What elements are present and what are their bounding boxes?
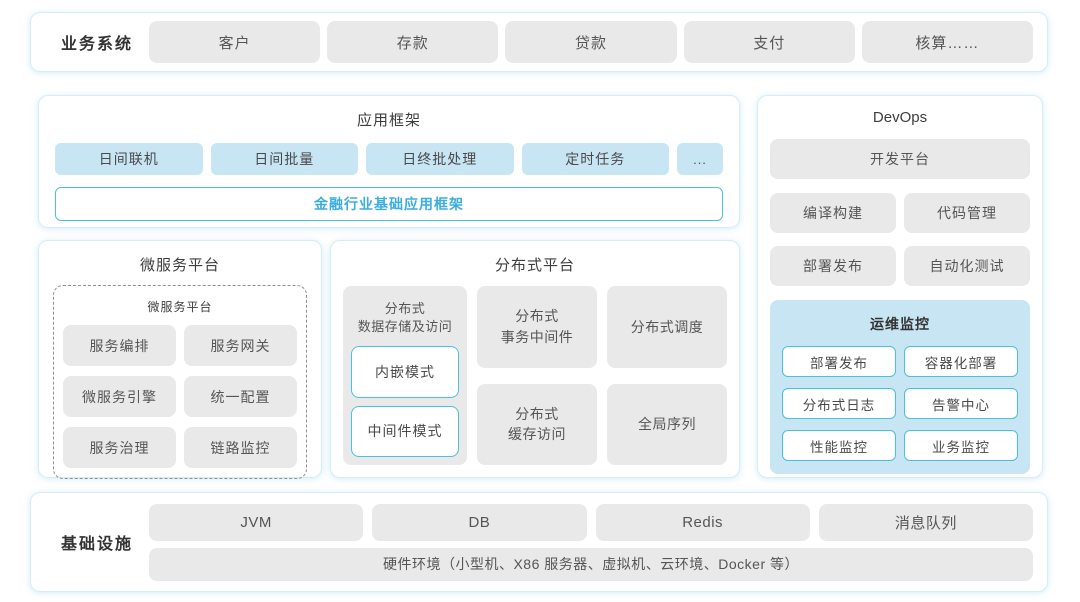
distributed-platform-panel: 分布式平台 分布式 数据存储及访问 内嵌模式 中间件模式 分布式 事务中间件 分… <box>330 240 740 478</box>
devops-box-deploy: 部署发布 <box>770 246 896 286</box>
dev-platform-box: 开发平台 <box>770 139 1030 179</box>
distributed-platform-title: 分布式平台 <box>494 257 575 274</box>
infrastructure-box-jvm: JVM <box>149 503 364 541</box>
business-system-box-accounting: 核算…… <box>861 21 1034 63</box>
ops-box-alert-center: 告警中心 <box>904 388 1018 419</box>
business-systems-label: 业务系统 <box>60 36 133 53</box>
storage-mode-middleware-box: 中间件模式 <box>351 405 459 457</box>
infrastructure-label: 基础设施 <box>60 536 133 553</box>
devops-box-auto-test: 自动化测试 <box>904 246 1030 286</box>
distributed-middle-column: 分布式 事务中间件 分布式 缓存访问 <box>477 286 597 465</box>
infrastructure-box-mq: 消息队列 <box>818 503 1033 541</box>
business-system-box-loan: 贷款 <box>505 21 677 63</box>
ops-monitoring-panel: 运维监控 部署发布 容器化部署 分布式日志 告警中心 性能监控 业务监控 <box>770 300 1030 474</box>
business-systems-row: 客户 存款 贷款 支付 核算…… <box>149 21 1034 63</box>
distributed-cell-cache-access: 分布式 缓存访问 <box>477 383 597 465</box>
distributed-cell-scheduling: 分布式调度 <box>607 286 727 368</box>
infrastructure-box-redis: Redis <box>595 503 810 541</box>
ops-monitoring-grid: 部署发布 容器化部署 分布式日志 告警中心 性能监控 业务监控 <box>782 346 1018 461</box>
business-systems-panel: 业务系统 客户 存款 贷款 支付 核算…… <box>30 12 1048 72</box>
ops-box-biz-monitor: 业务监控 <box>904 430 1018 461</box>
distributed-storage-title: 分布式 数据存储及访问 <box>357 301 453 335</box>
ops-box-perf-monitor: 性能监控 <box>782 430 896 461</box>
app-framework-ellipsis-box: ... <box>677 143 723 175</box>
microservice-box-unified-config: 统一配置 <box>184 376 297 417</box>
app-framework-box-daytime-batch: 日间批量 <box>210 143 358 175</box>
app-framework-row: 日间联机 日间批量 日终批处理 定时任务 ... <box>55 143 723 175</box>
business-system-box-customer: 客户 <box>149 21 321 63</box>
devops-box-build: 编译构建 <box>770 193 896 233</box>
devops-grid: 编译构建 代码管理 部署发布 自动化测试 <box>770 193 1030 286</box>
business-system-box-deposit: 存款 <box>327 21 499 63</box>
infrastructure-panel: 基础设施 JVM DB Redis 消息队列 硬件环境（小型机、X86 服务器、… <box>30 492 1048 592</box>
ops-monitoring-title: 运维监控 <box>870 316 930 332</box>
microservice-box-engine: 微服务引擎 <box>63 376 176 417</box>
microservice-box-orchestration: 服务编排 <box>63 325 176 366</box>
devops-panel: DevOps 开发平台 编译构建 代码管理 部署发布 自动化测试 运维监控 部署… <box>757 95 1043 478</box>
microservice-box-gateway: 服务网关 <box>184 325 297 366</box>
microservice-inner-title: 微服务平台 <box>147 300 213 314</box>
distributed-cell-transaction-middleware: 分布式 事务中间件 <box>477 286 597 368</box>
microservice-platform-panel: 微服务平台 微服务平台 服务编排 服务网关 微服务引擎 统一配置 服务治理 链路… <box>38 240 322 479</box>
ops-box-distributed-log: 分布式日志 <box>782 388 896 419</box>
microservice-grid: 服务编排 服务网关 微服务引擎 统一配置 服务治理 链路监控 <box>63 325 297 468</box>
distributed-right-column: 分布式调度 全局序列 <box>607 286 727 465</box>
distributed-cell-global-sequence: 全局序列 <box>607 383 727 465</box>
infrastructure-row: JVM DB Redis 消息队列 <box>149 503 1033 541</box>
app-framework-box-scheduled-task: 定时任务 <box>521 143 669 175</box>
devops-title: DevOps <box>872 109 928 126</box>
business-system-box-payment: 支付 <box>683 21 855 63</box>
microservice-inner-box: 微服务平台 服务编排 服务网关 微服务引擎 统一配置 服务治理 链路监控 <box>53 285 307 479</box>
storage-mode-embedded-box: 内嵌模式 <box>351 346 459 398</box>
ops-box-container-deploy: 容器化部署 <box>904 346 1018 377</box>
app-framework-box-eod-batch: 日终批处理 <box>366 143 514 175</box>
infrastructure-box-db: DB <box>372 503 587 541</box>
app-framework-title: 应用框架 <box>356 112 421 129</box>
distributed-grid: 分布式 数据存储及访问 内嵌模式 中间件模式 分布式 事务中间件 分布式 缓存访… <box>343 286 727 465</box>
distributed-storage-box: 分布式 数据存储及访问 内嵌模式 中间件模式 <box>343 286 467 465</box>
ops-box-deploy-release: 部署发布 <box>782 346 896 377</box>
microservice-box-governance: 服务治理 <box>63 427 176 468</box>
app-framework-box-daytime-online: 日间联机 <box>55 143 203 175</box>
devops-box-code-mgmt: 代码管理 <box>904 193 1030 233</box>
hardware-environment-box: 硬件环境（小型机、X86 服务器、虚拟机、云环境、Docker 等） <box>149 547 1033 581</box>
microservice-platform-title: 微服务平台 <box>139 257 220 274</box>
microservice-box-trace-monitor: 链路监控 <box>184 427 297 468</box>
base-framework-box: 金融行业基础应用框架 <box>55 187 723 221</box>
app-framework-panel: 应用框架 日间联机 日间批量 日终批处理 定时任务 ... 金融行业基础应用框架 <box>38 95 740 228</box>
infrastructure-content: JVM DB Redis 消息队列 硬件环境（小型机、X86 服务器、虚拟机、云… <box>149 503 1033 581</box>
